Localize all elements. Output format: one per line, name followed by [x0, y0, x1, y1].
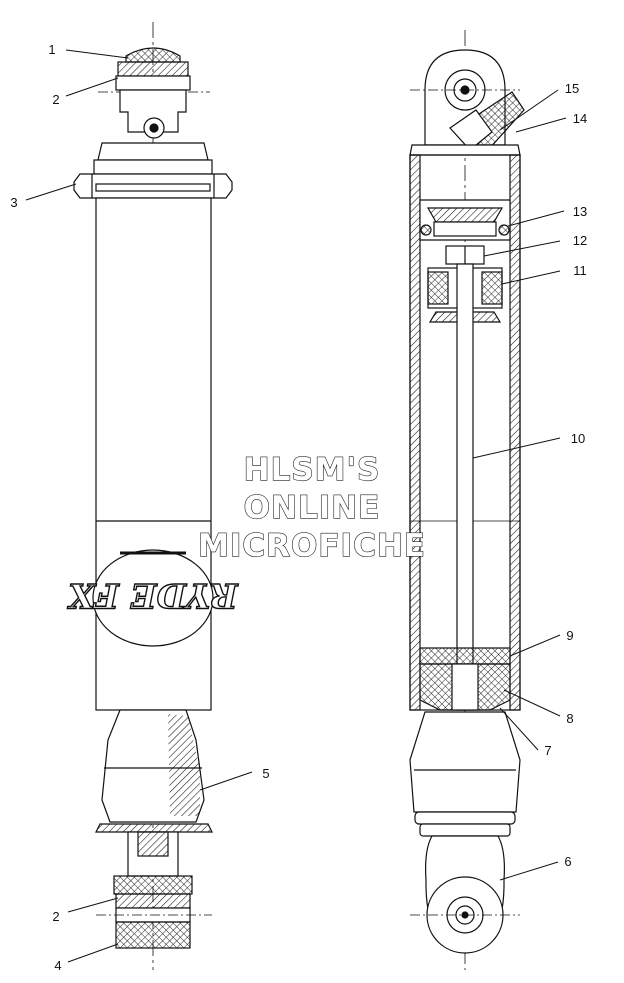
lower-bushing-b: [115, 921, 191, 949]
rod-seal: [419, 647, 511, 665]
valve-body: [449, 109, 493, 151]
left-shock: RYDE FX: [66, 22, 239, 970]
top-eyelet-ring: [115, 75, 191, 91]
callout-2-top: 2: [52, 92, 59, 107]
right-shock: [409, 30, 525, 970]
callout-9: 9: [566, 628, 573, 643]
callout-7: 7: [544, 743, 551, 758]
callout-13: 13: [573, 204, 587, 219]
body-cap: [409, 144, 521, 156]
bottom-plate: [95, 823, 213, 833]
callout-6: 6: [564, 854, 571, 869]
watermark: HLSM'S ONLINE MICROFICHE: [197, 451, 426, 564]
top-cap: [125, 47, 181, 63]
lower-bushing-a: [115, 893, 191, 909]
top-mount-body: [119, 89, 187, 133]
callout-15: 15: [565, 81, 579, 96]
watermark-line-1: HLSM'S: [244, 452, 381, 488]
logo-text: RYDE FX: [67, 575, 239, 615]
callout-2-bottom: 2: [52, 909, 59, 924]
leader-lines: [25, 49, 567, 963]
callout-1: 1: [48, 42, 55, 57]
logo-ellipse: [92, 549, 214, 647]
callout-8: 8: [566, 711, 573, 726]
callout-14: 14: [573, 111, 587, 126]
callout-labels: 1 2 3 5 2 4 15 14 13 12 11 10 9 8 7 6: [10, 42, 587, 973]
upper-collar: [97, 142, 209, 161]
callout-4: 4: [54, 958, 61, 973]
callout-11: 11: [573, 263, 587, 278]
callout-3: 3: [10, 195, 17, 210]
top-spacer: [117, 61, 189, 77]
piston-rod: [456, 263, 474, 711]
callout-5: 5: [262, 766, 269, 781]
lower-body: [409, 711, 521, 813]
watermark-line-3: MICROFICHE: [198, 528, 426, 564]
lower-spacer: [113, 875, 193, 895]
watermark-line-2: ONLINE: [244, 490, 381, 526]
collar-band: [93, 159, 213, 175]
callout-12: 12: [573, 233, 587, 248]
callout-10: 10: [571, 431, 585, 446]
